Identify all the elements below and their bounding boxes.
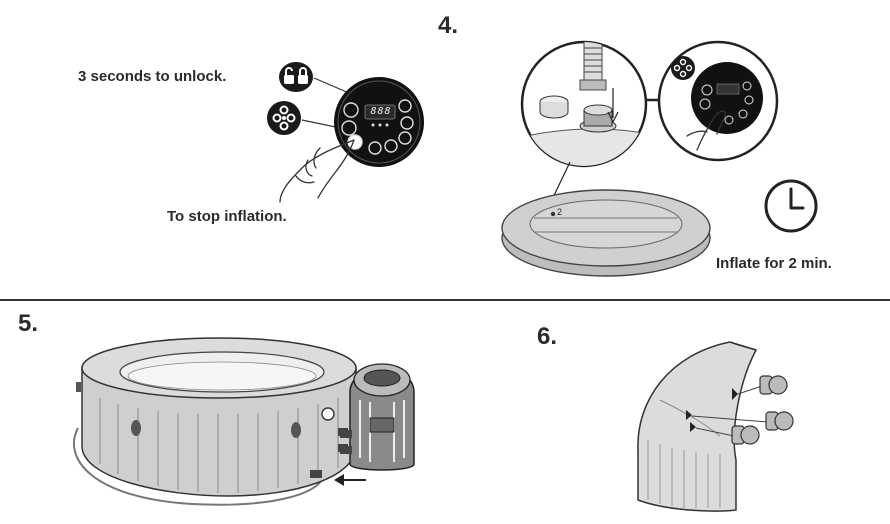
hand-illustration [279,139,355,203]
unlock-caption: 3 seconds to unlock. [78,68,227,85]
stop-caption: To stop inflation. [167,208,287,225]
pump-unit [340,363,415,471]
inflated-tub [73,337,357,506]
clock-icon [764,179,818,233]
tub-wall-section [637,341,794,512]
hose-detail-circle [520,40,648,168]
step-6-number: 6. [537,323,558,350]
section-divider [0,299,890,301]
panel-display: 888 [370,106,392,117]
panel-detail-circle [657,40,779,162]
control-panel [334,77,424,167]
step-5-number: 5. [18,310,39,337]
bubble-icon [267,101,301,135]
inflated-cover [501,189,711,277]
cover-mark: 2 [557,207,563,217]
lock-unlock-icon [279,62,313,92]
arrow-left-icon [334,474,366,486]
step-4-number: 4. [438,12,459,39]
inflate-caption: Inflate for 2 min. [716,255,832,272]
arrow-down-icon [607,88,619,124]
